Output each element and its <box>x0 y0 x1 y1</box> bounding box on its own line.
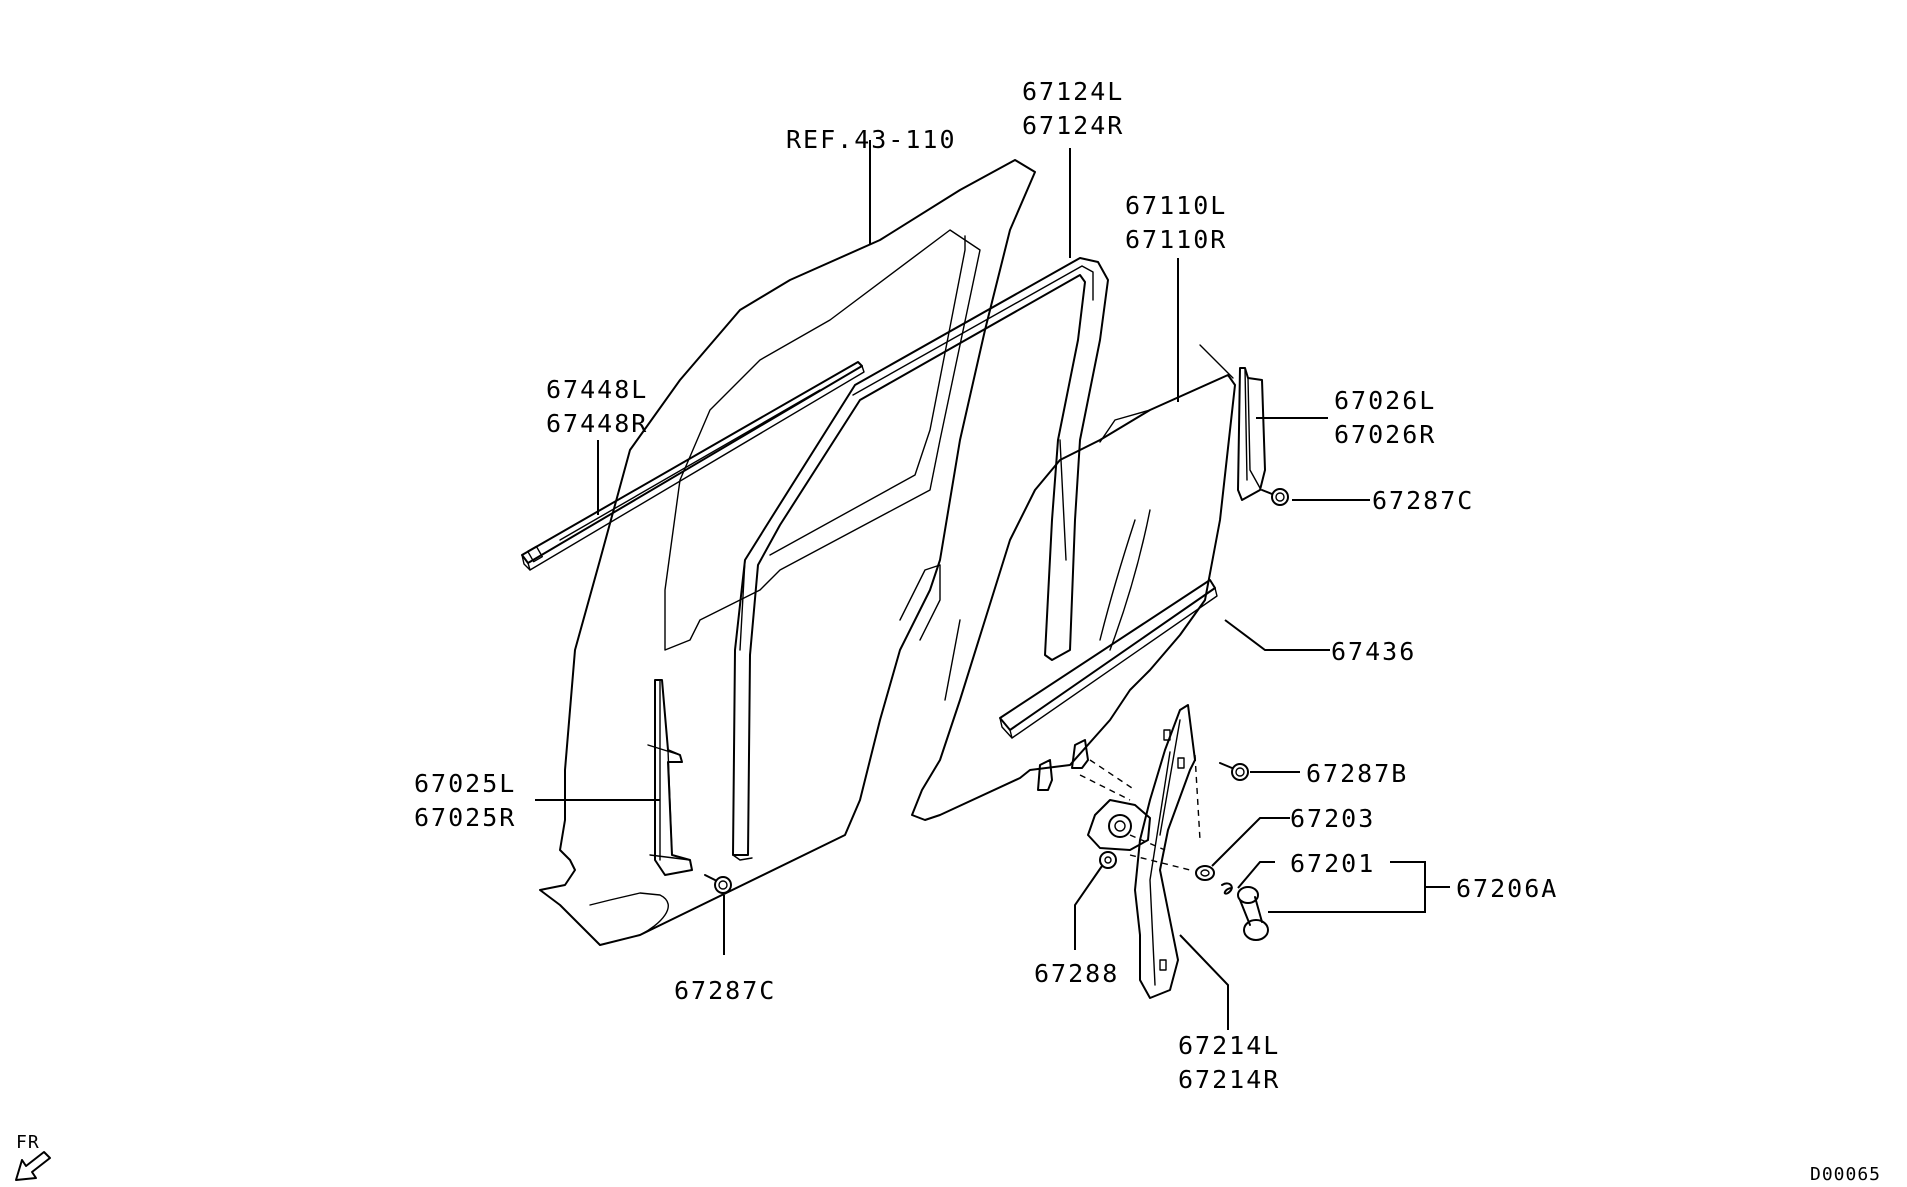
belt-molding-67448 <box>521 361 865 571</box>
label-67110r: 67110R <box>1125 225 1227 254</box>
door-panel-outline <box>539 159 1036 946</box>
label-67201: 67201 <box>1290 849 1375 878</box>
label-ref-43-110: REF.43-110 <box>786 125 957 154</box>
spring-67201 <box>1221 882 1233 895</box>
label-67110l: 67110L <box>1125 191 1227 220</box>
front-direction-indicator: FR <box>15 1132 51 1181</box>
bolt-67287c-bottom <box>704 874 732 894</box>
front-arrow-icon <box>15 1151 51 1181</box>
washer-67288 <box>1099 851 1117 869</box>
label-67206a: 67206A <box>1456 874 1558 903</box>
weatherstrip-67436 <box>999 579 1218 739</box>
bolt-67287c-top <box>1261 488 1289 506</box>
label-67448l: 67448L <box>546 375 648 404</box>
label-67025r: 67025R <box>414 803 516 832</box>
label-67214l: 67214L <box>1178 1031 1280 1060</box>
spacer-67203 <box>1195 865 1215 881</box>
rear-sash-67026 <box>1237 367 1266 501</box>
label-67026r: 67026R <box>1334 420 1436 449</box>
leader-lines <box>535 140 1450 1030</box>
label-67287c-top: 67287C <box>1372 486 1474 515</box>
label-67026l: 67026L <box>1334 386 1436 415</box>
label-67124r: 67124R <box>1022 111 1124 140</box>
front-sash-67025 <box>647 679 693 876</box>
window-glass-67110 <box>911 344 1236 821</box>
handle-67206a <box>1237 886 1269 941</box>
bolt-67287b <box>1219 762 1249 781</box>
diagram-code: D00065 <box>1810 1164 1881 1185</box>
window-regulator-67214 <box>1079 704 1201 999</box>
glass-channel-clips <box>1037 739 1089 791</box>
label-67124l: 67124L <box>1022 77 1124 106</box>
regulator-handle-base <box>1087 799 1151 851</box>
label-67287b: 67287B <box>1306 759 1408 788</box>
label-67448r: 67448R <box>546 409 648 438</box>
front-direction-label: FR <box>16 1132 40 1153</box>
label-67203: 67203 <box>1290 804 1375 833</box>
label-67025l: 67025L <box>414 769 516 798</box>
label-67288: 67288 <box>1034 959 1119 988</box>
part-labels: 67124L 67124R REF.43-110 67110L 67110R 6… <box>414 77 1558 1094</box>
label-67214r: 67214R <box>1178 1065 1280 1094</box>
label-67287c-bottom: 67287C <box>674 976 776 1005</box>
label-67436: 67436 <box>1331 637 1416 666</box>
